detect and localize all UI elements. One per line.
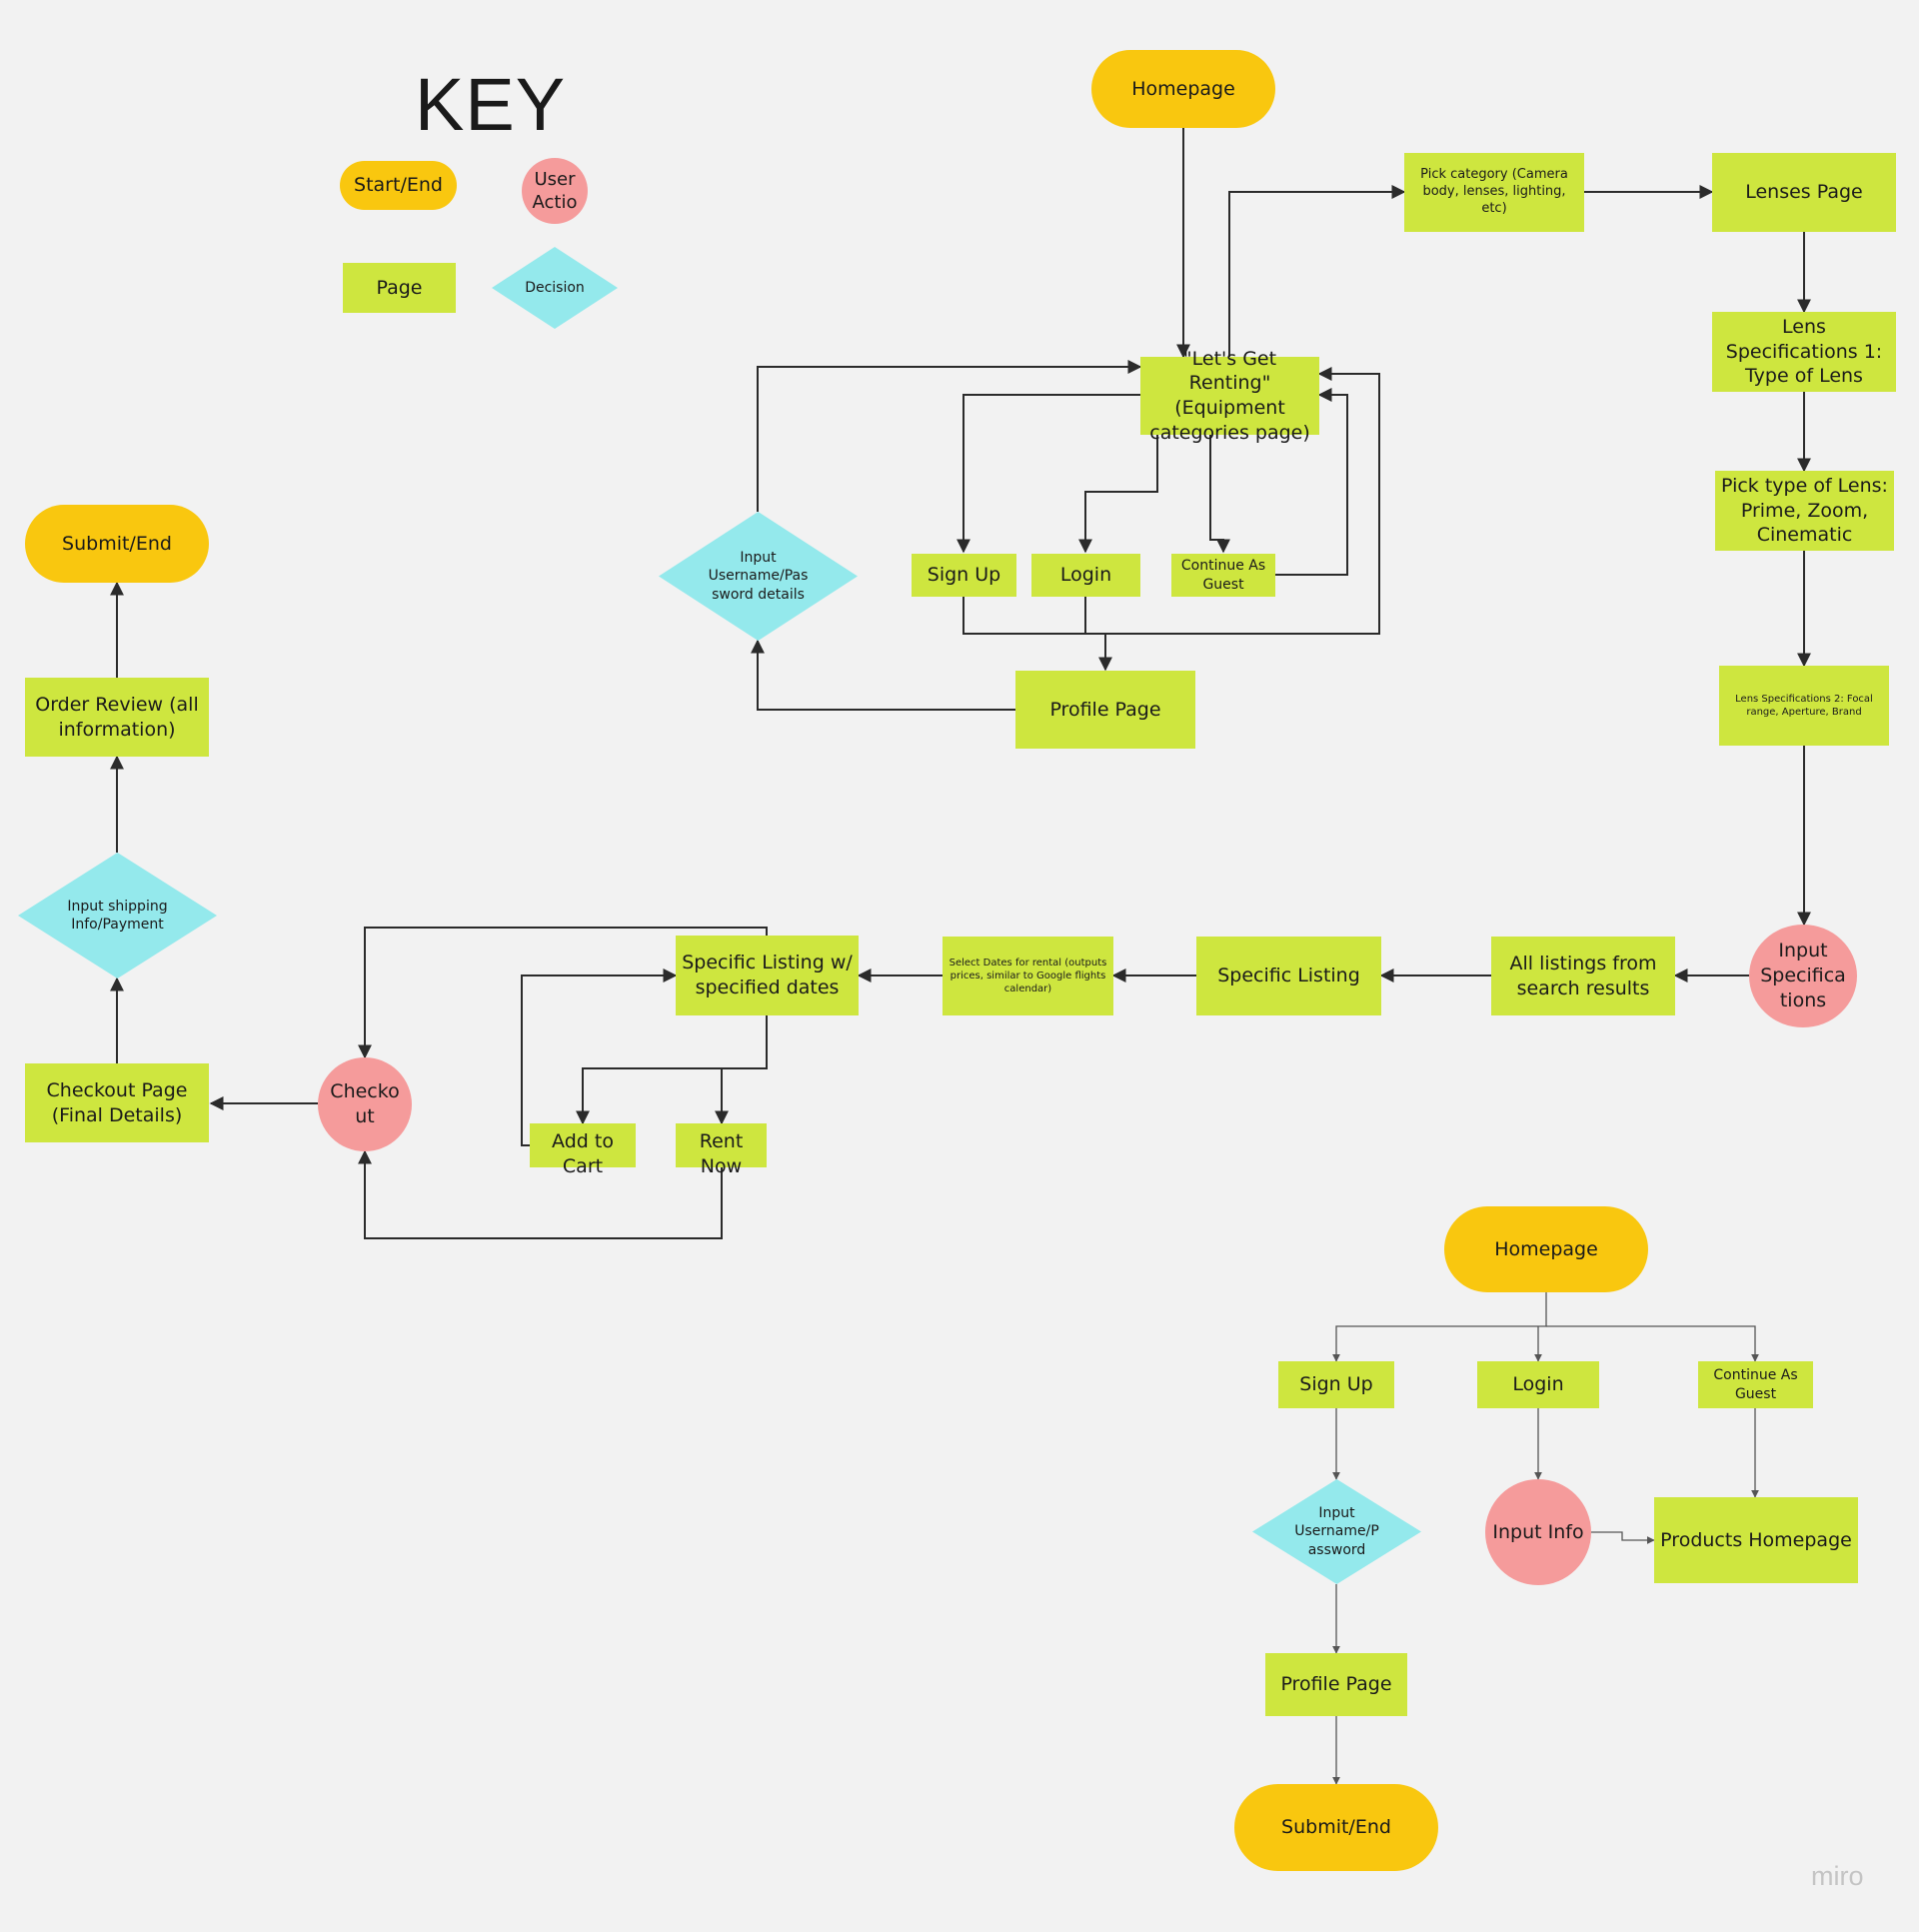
node-checkout-label: Checko ut (330, 1080, 400, 1127)
node2-submit-end[interactable]: Submit/End (1234, 1784, 1438, 1871)
node-pick-type-lens-label: Pick type of Lens: Prime, Zoom, Cinemati… (1721, 474, 1888, 547)
edge2-home-to-guest (1546, 1325, 1759, 1362)
legend-page-label: Page (376, 276, 423, 299)
edge-listingdates-to-checkout (358, 927, 768, 1059)
node-lens-spec-1[interactable]: Lens Specifications 1: Type of Lens (1712, 312, 1896, 392)
node-input-shipping-label: Input shipping Info/Payment (67, 898, 168, 933)
node-lenses-page[interactable]: Lenses Page (1712, 153, 1896, 232)
node-pick-category[interactable]: Pick category (Camera body, lenses, ligh… (1404, 153, 1584, 232)
node-rent-now-label: Rent Now (699, 1130, 744, 1177)
legend-decision: Decision (492, 247, 618, 329)
node-add-to-cart-label: Add to Cart (552, 1130, 614, 1177)
node2-sign-up-label: Sign Up (1299, 1373, 1373, 1396)
node2-homepage-label: Homepage (1494, 1237, 1598, 1260)
edge-profile-to-input (751, 639, 1015, 711)
legend-start-end-label: Start/End (354, 174, 443, 197)
node-login[interactable]: Login (1031, 554, 1140, 597)
node-continue-guest[interactable]: Continue As Guest (1171, 554, 1275, 597)
legend-user-action: User Actio (522, 158, 588, 224)
edge2-home-to-signup (1332, 1292, 1547, 1362)
node-submit-end[interactable]: Submit/End (25, 505, 209, 583)
node-homepage-label: Homepage (1131, 77, 1235, 100)
node-profile-page[interactable]: Profile Page (1015, 671, 1195, 749)
node-pick-type-lens[interactable]: Pick type of Lens: Prime, Zoom, Cinemati… (1715, 471, 1894, 551)
node2-input-username[interactable]: Input Username/P assword (1252, 1479, 1421, 1584)
node-lens-spec-2-label: Lens Specifications 2: Focal range, Aper… (1735, 694, 1873, 718)
node-profile-page-label: Profile Page (1049, 698, 1161, 721)
node-input-specifications-label: Input Specifica tions (1760, 940, 1846, 1011)
node-specific-listing-label: Specific Listing (1217, 965, 1360, 987)
legend-user-action-label: User Actio (532, 168, 578, 213)
node-input-shipping[interactable]: Input shipping Info/Payment (18, 853, 217, 978)
node-add-to-cart[interactable]: Add to Cart (530, 1123, 636, 1177)
node2-submit-end-label: Submit/End (1281, 1816, 1391, 1839)
node-lenses-page-label: Lenses Page (1745, 181, 1863, 204)
node-select-dates-label: Select Dates for rental (outputs prices,… (949, 958, 1107, 994)
node-order-review-label: Order Review (all information) (35, 693, 199, 741)
node-specific-listing-dates[interactable]: Specific Listing w/ specified dates (676, 936, 859, 1015)
node-input-username[interactable]: Input Username/Pas sword details (659, 512, 858, 641)
edge-renting-to-guest (1209, 435, 1230, 554)
node-all-listings-label: All listings from search results (1509, 952, 1657, 999)
node-lens-spec-1-label: Lens Specifications 1: Type of Lens (1725, 315, 1883, 388)
node2-profile-page[interactable]: Profile Page (1265, 1653, 1407, 1716)
node-input-specifications[interactable]: Input Specifica tions (1749, 925, 1857, 1027)
edge-renting-to-category (1228, 185, 1406, 357)
node-login-label: Login (1059, 564, 1112, 587)
node-submit-end-label: Submit/End (62, 532, 172, 555)
edge-input-to-renting (757, 360, 1142, 512)
node2-input-info-label: Input Info (1492, 1520, 1584, 1543)
node2-continue-guest[interactable]: Continue As Guest (1698, 1361, 1813, 1408)
node2-login-label: Login (1512, 1373, 1564, 1396)
node-order-review[interactable]: Order Review (all information) (25, 678, 209, 757)
node2-products-homepage[interactable]: Products Homepage (1654, 1497, 1858, 1583)
edge-login-to-profile (1084, 597, 1112, 672)
node-checkout[interactable]: Checko ut (318, 1057, 412, 1151)
node2-products-homepage-label: Products Homepage (1660, 1528, 1852, 1551)
node-select-dates[interactable]: Select Dates for rental (outputs prices,… (943, 937, 1113, 1015)
node2-sign-up[interactable]: Sign Up (1278, 1361, 1394, 1408)
edge-guest-to-renting (1275, 388, 1348, 576)
node2-login[interactable]: Login (1477, 1361, 1599, 1408)
node-lens-spec-2[interactable]: Lens Specifications 2: Focal range, Aper… (1719, 666, 1889, 746)
edge-rentnow-to-checkout (358, 1149, 723, 1239)
edge-renting-to-login (1078, 435, 1158, 554)
node-sign-up[interactable]: Sign Up (912, 554, 1016, 597)
node-checkout-page-label: Checkout Page (Final Details) (46, 1078, 188, 1126)
node-sign-up-label: Sign Up (927, 564, 1001, 587)
node2-homepage[interactable]: Homepage (1444, 1206, 1648, 1292)
node-continue-guest-label: Continue As Guest (1180, 558, 1266, 593)
node-input-username-label: Input Username/Pas sword details (708, 550, 809, 603)
key-title: KEY (415, 63, 567, 146)
edge-listingdates-to-addcart (576, 1015, 768, 1125)
edge2-info-to-products (1591, 1531, 1655, 1544)
node-pick-category-label: Pick category (Camera body, lenses, ligh… (1420, 167, 1568, 216)
node-specific-listing-dates-label: Specific Listing w/ specified dates (682, 952, 853, 998)
node-specific-listing[interactable]: Specific Listing (1196, 937, 1381, 1015)
node2-input-username-label: Input Username/P assword (1294, 1505, 1379, 1558)
node-checkout-page[interactable]: Checkout Page (Final Details) (25, 1063, 209, 1142)
node2-continue-guest-label: Continue As Guest (1713, 1367, 1798, 1402)
legend-page: Page (343, 263, 456, 313)
node2-profile-page-label: Profile Page (1280, 1673, 1392, 1696)
edge-signup-loop-to-renting (962, 367, 1380, 635)
edge-addcart-to-listingdates (521, 968, 678, 1146)
node-lets-get-renting-label: "Let's Get Renting" (Equipment categorie… (1149, 347, 1310, 444)
legend-start-end: Start/End (340, 161, 457, 210)
node-homepage[interactable]: Homepage (1091, 50, 1275, 128)
node2-input-info[interactable]: Input Info (1485, 1479, 1591, 1585)
node-all-listings[interactable]: All listings from search results (1491, 937, 1675, 1015)
legend-decision-label: Decision (525, 279, 585, 296)
node-rent-now[interactable]: Rent Now (676, 1123, 767, 1177)
edge-renting-to-signup (957, 394, 1140, 554)
node-lets-get-renting[interactable]: "Let's Get Renting" (Equipment categorie… (1140, 348, 1319, 444)
miro-watermark: miro (1811, 1861, 1864, 1891)
